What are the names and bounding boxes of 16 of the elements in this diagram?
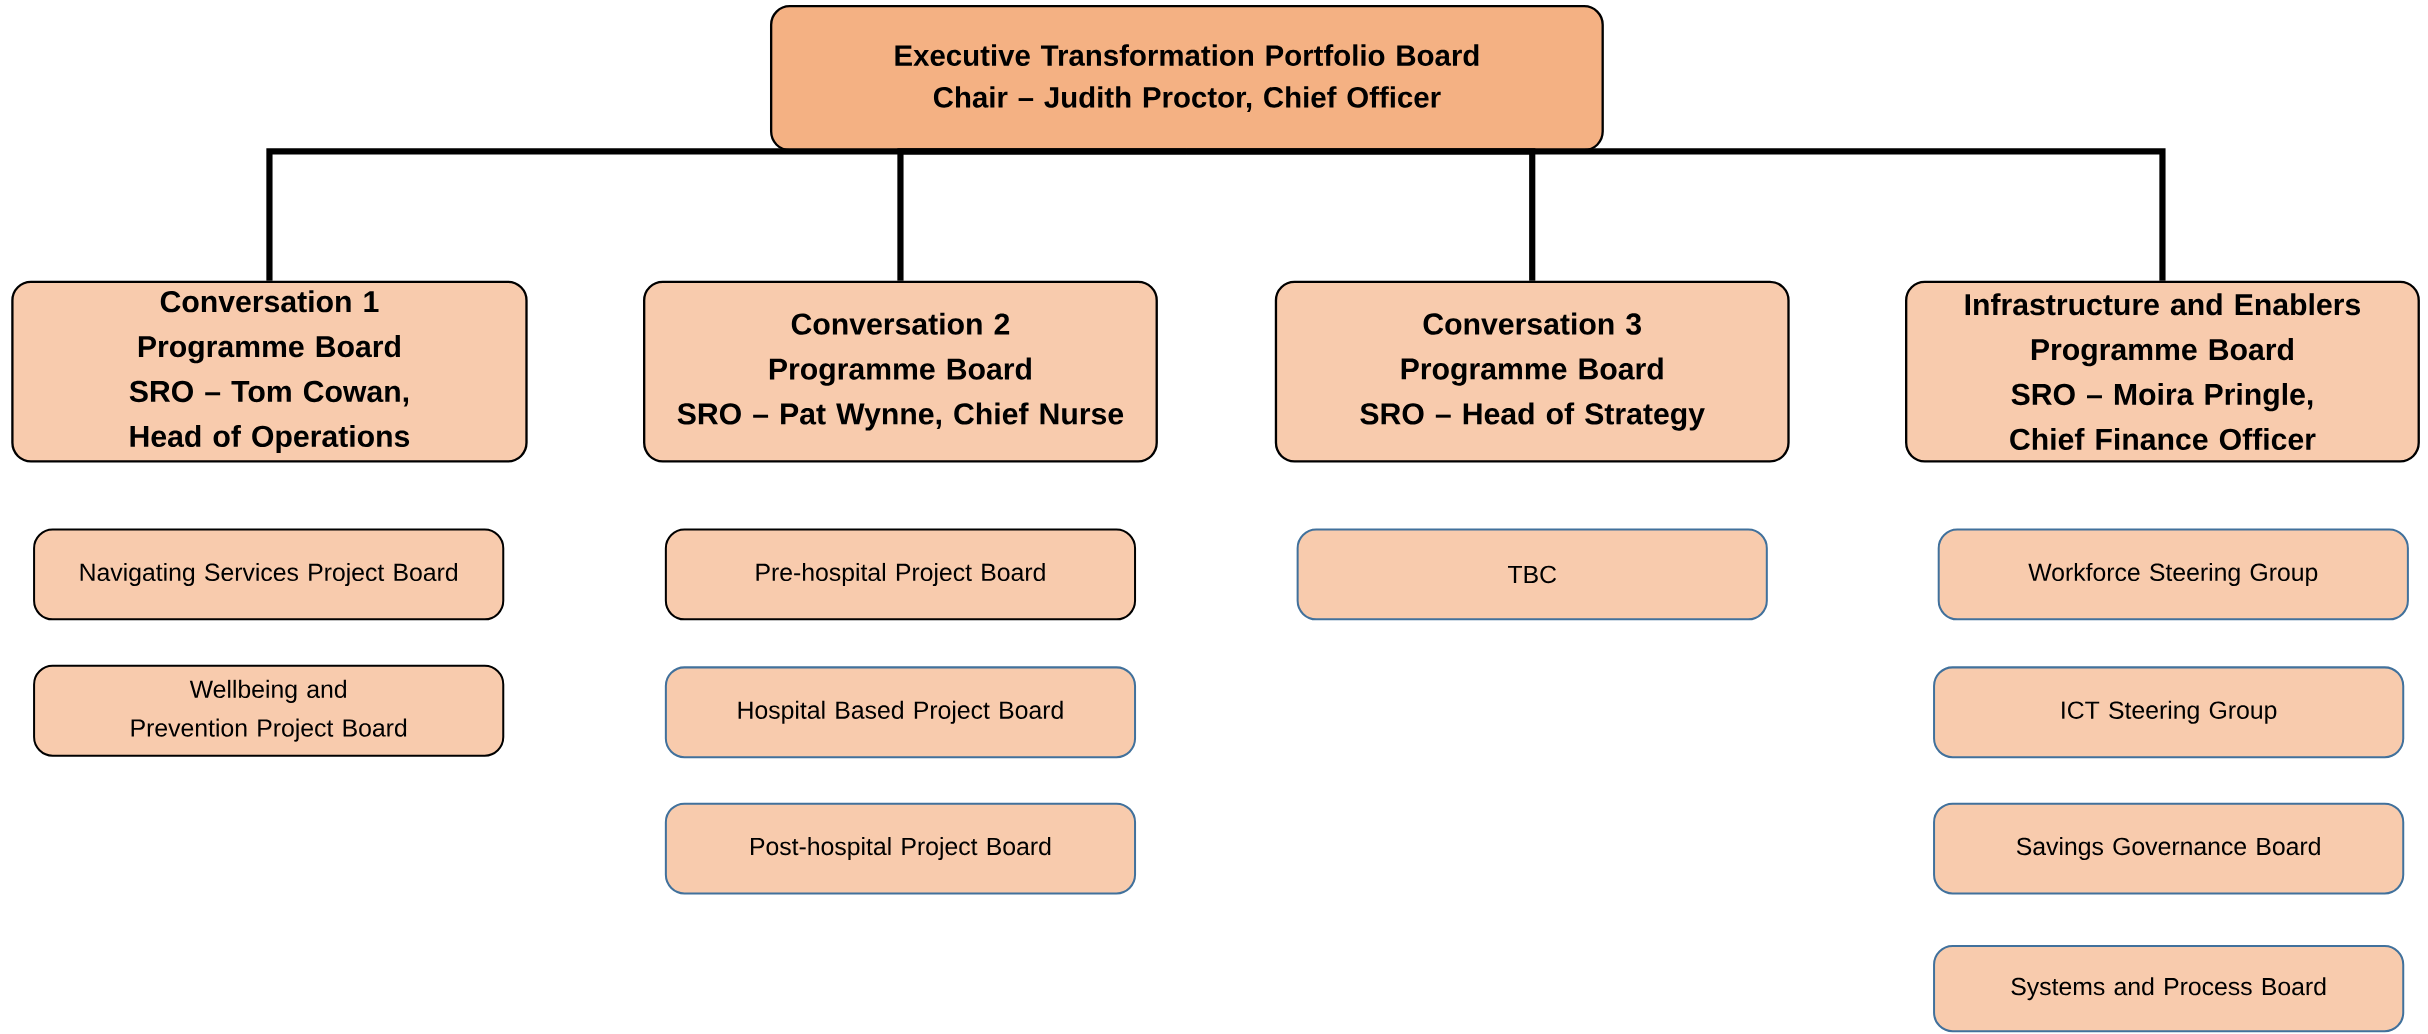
- programme-board-box: Conversation 1 Programme Board SRO – Tom Cowan, Head of Operations: [11, 280, 528, 463]
- connector-line: [1186, 148, 2166, 281]
- project-board-box: Hospital Based Project Board: [664, 666, 1137, 758]
- project-board-box: Workforce Steering Group: [1937, 528, 2409, 621]
- project-board-box: Savings Governance Board: [1933, 802, 2405, 895]
- project-board-box: Systems and Process Board: [1933, 944, 2405, 1033]
- programme-board-box: Conversation 3 Programme Board SRO – Head of Strategy: [1274, 280, 1790, 463]
- project-board-box: Post-hospital Project Board: [664, 802, 1137, 895]
- portfolio-board-box: Executive Transformation Portfolio Board Chair – Judith Proctor, Chief Officer: [770, 4, 1604, 152]
- project-board-box: Wellbeing and Prevention Project Board: [33, 664, 505, 757]
- programme-board-box: Conversation 2 Programme Board SRO – Pat Wynne, Chief Nurse: [643, 280, 1158, 463]
- project-board-box: ICT Steering Group: [1933, 666, 2405, 758]
- project-board-box: Navigating Services Project Board: [33, 528, 505, 621]
- project-board-box: Pre-hospital Project Board: [664, 528, 1137, 621]
- programme-board-box: Infrastructure and Enablers Programme Board SRO – Moira Pringle, Chief Finance Officer: [1905, 280, 2420, 463]
- project-board-box: TBC: [1296, 528, 1768, 621]
